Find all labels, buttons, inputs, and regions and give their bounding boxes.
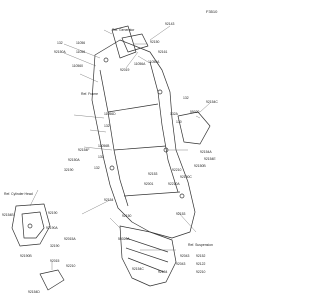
- leader-line: [103, 29, 113, 35]
- ref-frame-label: Ref. Frame: [81, 92, 98, 96]
- leader-line: [79, 73, 99, 83]
- part-number-label: 92150A: [68, 158, 80, 162]
- frame-cross-member: [107, 103, 159, 113]
- part-number-label: 11056B: [98, 144, 110, 148]
- part-number-label: 132: [183, 96, 189, 100]
- part-number-label: 92019: [120, 68, 130, 72]
- part-number-label: 92154B: [2, 213, 14, 217]
- part-number-label: 92150B: [194, 164, 206, 168]
- leader-line: [199, 102, 211, 113]
- suspension-guard: [177, 111, 211, 145]
- part-number-label: 132A: [170, 112, 178, 116]
- bolt-marker: [157, 89, 163, 95]
- leader-line: [63, 43, 101, 59]
- part-number-label: 92154C: [132, 267, 144, 271]
- leader-line: [73, 114, 105, 119]
- part-number-label: 11056A: [134, 62, 146, 66]
- part-number-label: 92154C: [206, 100, 218, 104]
- diagram-code: F3510: [206, 9, 218, 14]
- part-number-label: 92043: [180, 254, 190, 258]
- ref-suspension-label: Ref. Suspension: [188, 243, 213, 247]
- bolt-marker: [27, 223, 33, 229]
- part-number-label: 92122: [196, 262, 206, 266]
- leader-line: [125, 51, 139, 69]
- part-number-label: 92190B: [20, 254, 32, 258]
- part-number-label: 92152: [196, 254, 206, 258]
- part-number-label: 92150A: [54, 50, 66, 54]
- part-number-label: 92150C: [180, 175, 192, 179]
- part-number-label: 132: [104, 124, 110, 128]
- part-number-label: 92015A: [64, 237, 76, 241]
- part-number-label: 11056: [76, 50, 86, 54]
- part-number-label: 92210: [66, 264, 76, 268]
- part-number-label: 92161: [158, 50, 168, 54]
- leader-line: [89, 129, 107, 133]
- ref-generator-label: Ref. Generator: [112, 28, 135, 32]
- part-number-label: 32190: [64, 168, 74, 172]
- part-number-label: 132: [57, 41, 63, 45]
- frame-head-tube: [111, 25, 137, 59]
- part-number-label: 92154F: [78, 148, 90, 152]
- part-number-label: 55020: [190, 110, 200, 114]
- part-number-label: 92154D: [28, 290, 40, 294]
- part-number-label: 11056D: [104, 112, 116, 116]
- frame-tube-left: [99, 69, 129, 207]
- part-number-label: 92154: [104, 198, 114, 202]
- leader-line: [29, 189, 39, 207]
- part-number-label: 11056A: [148, 60, 160, 64]
- cylinder-head-bracket-inner: [21, 211, 45, 239]
- part-number-label: 92153: [148, 172, 158, 176]
- part-number-label: 92015: [50, 259, 60, 263]
- leader-line: [195, 115, 201, 119]
- leader-line: [109, 217, 121, 229]
- part-number-label: 92210: [196, 270, 206, 274]
- frame-outline: [91, 39, 196, 239]
- part-number-label: 55020A: [118, 237, 130, 241]
- part-number-label: 92153: [176, 212, 186, 216]
- frame-tube-right: [149, 61, 179, 193]
- leader-line: [137, 55, 149, 63]
- part-number-label: 32190: [50, 244, 60, 248]
- leader-line: [63, 52, 97, 67]
- leader-line: [177, 211, 197, 233]
- generator-cover: [121, 33, 149, 53]
- part-number-label: 130: [98, 155, 104, 159]
- part-number-label: 92143: [165, 22, 175, 26]
- part-number-label: 92210: [172, 168, 182, 172]
- leader-line: [81, 199, 111, 215]
- skid-plate-ribs: [125, 237, 169, 273]
- frame-cross-member-lower: [113, 145, 167, 151]
- part-number-label: 132: [94, 166, 100, 170]
- ref-cylinder-head-label: Ref. Cylinder Head: [4, 192, 33, 196]
- part-number-label: 11056: [76, 41, 86, 45]
- part-number-label: 92154E: [204, 157, 216, 161]
- cylinder-head-bracket: [11, 203, 51, 247]
- part-number-label: 92154: [158, 270, 168, 274]
- frame-cross-member-bottom: [123, 191, 181, 197]
- exploded-view: [11, 25, 211, 291]
- bolt-marker: [179, 193, 185, 199]
- frame-parts-diagram: F3510 Ref. Generator Ref. Frame Ref. Cyl…: [2, 9, 218, 295]
- leader-line: [149, 25, 171, 41]
- bolt-marker: [103, 57, 109, 63]
- part-number-label: 92150: [122, 214, 132, 218]
- part-number-label: 92190: [48, 211, 58, 215]
- bolt-marker: [109, 165, 115, 171]
- skid-plate: [119, 225, 177, 287]
- part-number-label: 130: [176, 120, 182, 124]
- part-number-label: 92154A: [200, 150, 212, 154]
- part-number-label: 92001: [144, 182, 154, 186]
- part-number-label: 92190A: [46, 226, 58, 230]
- part-number-label: 92150: [150, 40, 160, 44]
- leader-line: [83, 146, 113, 151]
- lower-bracket: [39, 269, 65, 291]
- part-number-label: 110560: [72, 64, 84, 68]
- part-number-label: 92210A: [168, 182, 180, 186]
- part-number-label: 92043: [176, 262, 186, 266]
